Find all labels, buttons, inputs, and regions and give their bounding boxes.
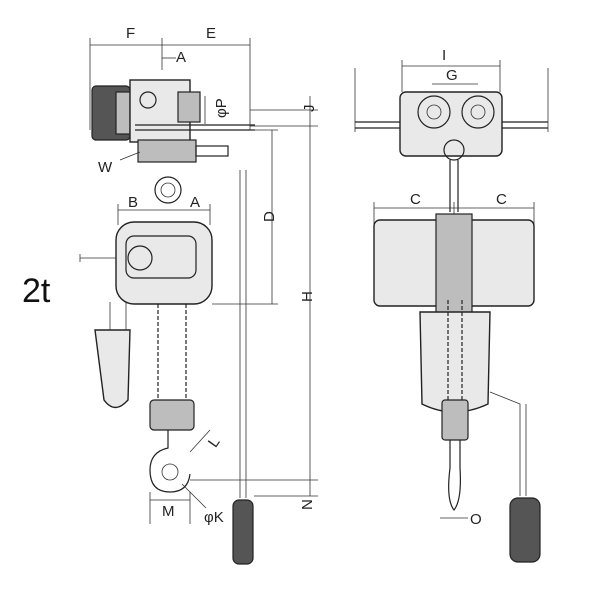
dim-label-w: W xyxy=(98,159,113,176)
dim-label-k: φK xyxy=(204,509,224,526)
hanger-bracket xyxy=(137,139,197,163)
pendant-switch xyxy=(232,499,254,565)
dim-label-n: N xyxy=(299,499,316,510)
bottom-hook xyxy=(149,430,191,493)
trolley-front xyxy=(399,91,503,157)
dim-label-l: L xyxy=(205,434,224,451)
dim-label-m: M xyxy=(162,503,175,520)
capacity-label: 2t xyxy=(22,272,51,310)
front-view: I G C C O xyxy=(354,47,549,563)
bottom-hook-front xyxy=(448,440,461,511)
dim-label-d: D xyxy=(261,211,278,222)
side-view: F E A φP W B A xyxy=(79,25,318,565)
dim-label-g: G xyxy=(446,67,458,84)
dim-label-j: J xyxy=(301,105,318,113)
bottom-block-front xyxy=(441,399,469,441)
dim-label-c-right: C xyxy=(496,191,507,208)
dim-label-b: B xyxy=(128,194,138,211)
bottom-block xyxy=(149,399,195,431)
dim-label-i: I xyxy=(442,47,446,64)
trolley-motor-flange xyxy=(115,91,131,135)
chain-container xyxy=(94,329,131,409)
dim-label-p: φP xyxy=(213,98,230,118)
dim-label-o: O xyxy=(470,511,482,528)
dim-label-a-top: A xyxy=(176,49,186,66)
pendant-switch-front xyxy=(509,497,541,563)
hoist-center-housing xyxy=(435,213,473,315)
trolley-wheel-left xyxy=(417,95,451,129)
dim-label-a-mid: A xyxy=(190,194,200,211)
trolley-wheel-side xyxy=(177,91,201,123)
dim-label-e: E xyxy=(206,25,216,42)
trolley-wheel-right xyxy=(461,95,495,129)
hoist-body xyxy=(115,221,213,305)
dim-label-c-left: C xyxy=(410,191,421,208)
chain-container-front xyxy=(419,311,491,413)
dim-label-h: H xyxy=(299,291,316,302)
dim-label-f: F xyxy=(126,25,135,42)
